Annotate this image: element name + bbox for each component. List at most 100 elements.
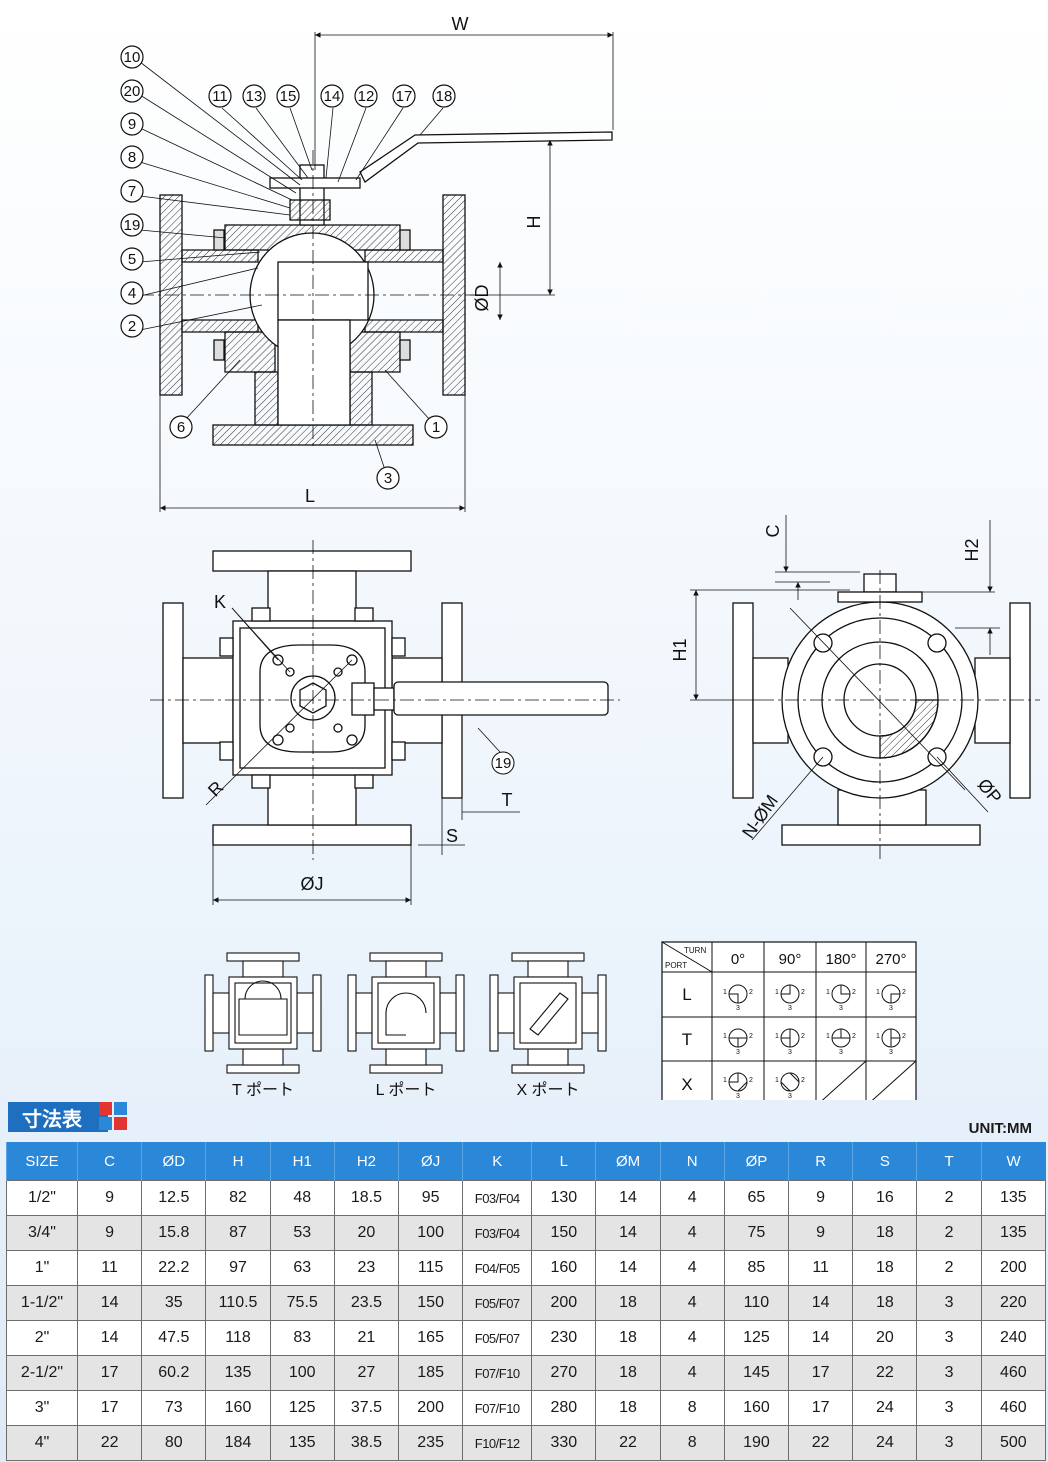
table-cell: 165 — [398, 1320, 464, 1356]
part-balloons: 10 20 9 8 7 19 5 4 2 6 3 1 11 13 15 14 1… — [120, 45, 456, 490]
balloon-11: 11 — [208, 84, 232, 108]
balloon-15: 15 — [276, 84, 300, 108]
section-view-labels: W H ØD L — [305, 14, 544, 506]
svg-text:1: 1 — [775, 989, 779, 996]
balloon-2: 2 — [120, 314, 144, 338]
table-cell: 14 — [595, 1180, 661, 1216]
dim-r-label: R — [204, 777, 227, 800]
balloon-19-top: 19 — [491, 751, 515, 775]
svg-text:13: 13 — [246, 88, 263, 105]
svg-text:19: 19 — [124, 217, 141, 234]
col-header: H1 — [269, 1142, 335, 1181]
svg-text:15: 15 — [280, 88, 297, 105]
svg-text:12: 12 — [358, 88, 375, 105]
table-cell: 23.5 — [333, 1285, 400, 1321]
l-port-view — [347, 952, 465, 1074]
valve-drawing: W H ØD L 10 20 9 8 7 19 5 4 2 6 3 1 11 1… — [120, 14, 1040, 1100]
table-cell: 17 — [76, 1390, 143, 1426]
section-view — [139, 32, 614, 512]
table-cell: 2 — [916, 1215, 982, 1251]
col-header: ØM — [595, 1142, 661, 1181]
t-port-label: T ポート — [232, 1081, 294, 1099]
table-cell: 235 — [398, 1425, 464, 1461]
table-cell: F03/F04 — [462, 1180, 533, 1216]
table-cell: 18 — [595, 1355, 661, 1391]
svg-text:11: 11 — [212, 88, 228, 105]
svg-text:1: 1 — [775, 1033, 779, 1040]
table-cell: 85 — [723, 1250, 790, 1286]
svg-text:2: 2 — [902, 1033, 906, 1040]
table-cell: 35 — [141, 1285, 207, 1321]
table-cell: 230 — [531, 1320, 597, 1356]
table-cell: 184 — [205, 1425, 271, 1461]
table-cell: 27 — [333, 1355, 400, 1391]
table-cell: 1" — [6, 1250, 78, 1286]
balloon-19: 19 — [120, 213, 144, 237]
table-cell: 22 — [852, 1355, 918, 1391]
svg-text:19: 19 — [495, 755, 512, 772]
svg-text:20: 20 — [124, 83, 141, 100]
table-cell: 4 — [659, 1320, 725, 1356]
balloon-17: 17 — [392, 84, 416, 108]
table-cell: 80 — [141, 1425, 207, 1461]
table-cell: 18 — [595, 1285, 661, 1321]
table-cell: 12.5 — [141, 1180, 207, 1216]
table-cell: 4 — [659, 1285, 725, 1321]
dim-op-label: ØP — [974, 775, 1006, 808]
svg-text:2: 2 — [749, 1033, 753, 1040]
table-cell: 22 — [788, 1425, 854, 1461]
table-cell: 190 — [723, 1425, 790, 1461]
table-cell: 3" — [6, 1390, 78, 1426]
table-cell: 160 — [723, 1390, 790, 1426]
table-cell: F05/F07 — [462, 1285, 533, 1321]
x-port-label: X ポート — [516, 1081, 579, 1099]
side-view — [690, 515, 1040, 860]
table-cell: 135 — [269, 1425, 335, 1461]
table-cell: 2-1/2" — [6, 1355, 78, 1391]
balloon-3: 3 — [376, 466, 400, 490]
table-cell: 20 — [333, 1215, 400, 1251]
table-cell: 4 — [659, 1180, 725, 1216]
section-title: 寸法表 — [8, 1102, 108, 1132]
table-cell: F07/F10 — [462, 1355, 533, 1391]
svg-text:5: 5 — [128, 251, 136, 268]
table-cell: F05/F07 — [462, 1320, 533, 1356]
table-cell: 2" — [6, 1320, 78, 1356]
table-cell: 17 — [76, 1355, 143, 1391]
svg-text:6: 6 — [177, 419, 185, 436]
port-header: PORT — [665, 961, 687, 970]
angle-180: 180° — [825, 951, 856, 968]
balloon-8: 8 — [120, 145, 144, 169]
svg-text:2: 2 — [852, 1033, 856, 1040]
table-cell: 9 — [788, 1180, 854, 1216]
table-cell: 4 — [659, 1355, 725, 1391]
table-cell: 150 — [531, 1215, 597, 1251]
table-cell: 3 — [916, 1320, 982, 1356]
svg-text:2: 2 — [749, 1077, 753, 1084]
table-cell: 270 — [531, 1355, 597, 1391]
table-cell: 9 — [76, 1180, 143, 1216]
table-cell: 24 — [852, 1425, 918, 1461]
svg-text:3: 3 — [839, 1049, 843, 1056]
angle-270: 270° — [875, 951, 906, 968]
table-cell: 18.5 — [333, 1180, 400, 1216]
svg-text:3: 3 — [788, 1005, 792, 1012]
row-l: L — [682, 985, 691, 1004]
table-cell: 11 — [788, 1250, 854, 1286]
dim-c-label: C — [763, 525, 783, 538]
table-cell: 24 — [852, 1390, 918, 1426]
table-cell: 110 — [723, 1285, 790, 1321]
svg-text:18: 18 — [436, 88, 453, 105]
svg-text:3: 3 — [889, 1049, 893, 1056]
table-cell: 2 — [916, 1180, 982, 1216]
svg-text:4: 4 — [128, 285, 136, 302]
balloon-9: 9 — [120, 112, 144, 136]
svg-text:8: 8 — [128, 149, 136, 166]
table-cell: 4 — [659, 1250, 725, 1286]
t-port-view — [204, 952, 322, 1074]
table-cell: 160 — [205, 1390, 271, 1426]
svg-text:14: 14 — [324, 88, 341, 105]
